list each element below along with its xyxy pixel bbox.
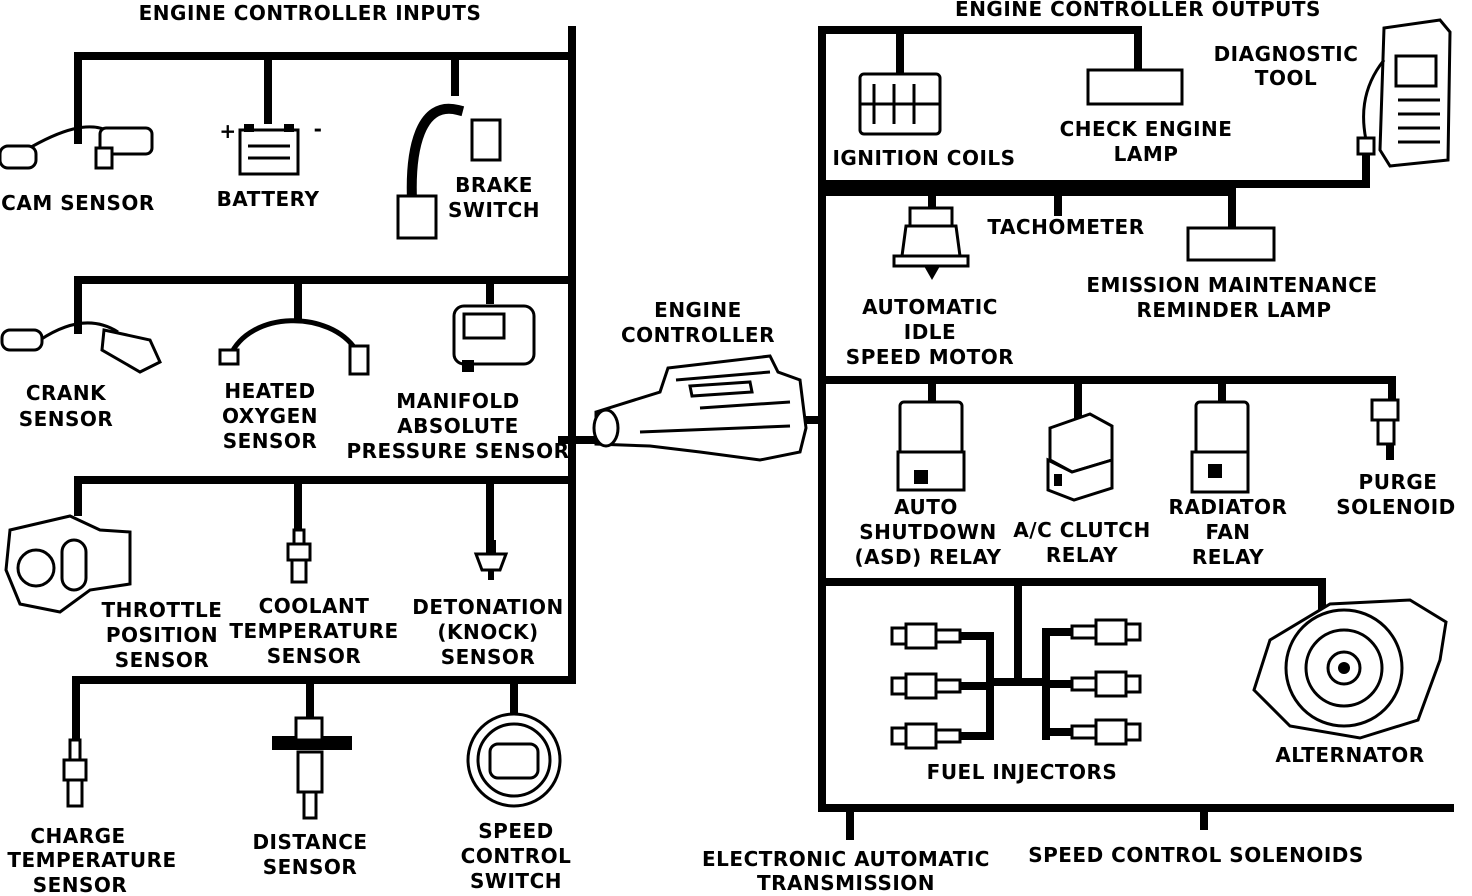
brake-switch-label-2: SWITCH xyxy=(448,198,540,222)
diagnostic-label-2: TOOL xyxy=(1255,66,1317,90)
inputs-title: ENGINE CONTROLLER INPUTS xyxy=(139,1,482,25)
throttle-label-3: SENSOR xyxy=(115,648,210,672)
fan-relay-label-2: FAN xyxy=(1205,520,1250,544)
ac-relay-label-1: A/C CLUTCH xyxy=(1013,518,1150,542)
check-engine-lamp: CHECK ENGINE LAMP xyxy=(1060,68,1233,166)
distance-sensor: DISTANCE SENSOR xyxy=(252,716,367,879)
cam-sensor-label: CAM SENSOR xyxy=(1,191,155,215)
outputs-title: ENGINE CONTROLLER OUTPUTS xyxy=(955,0,1321,21)
diagnostic-tool: DIAGNOSTIC TOOL xyxy=(1214,18,1452,168)
charge-label-1: CHARGE xyxy=(30,824,125,848)
map-sensor: MANIFOLD ABSOLUTE PRESSURE SENSOR xyxy=(346,304,569,463)
throttle-label-1: THROTTLE xyxy=(102,598,223,622)
detonation-label-2: (KNOCK) xyxy=(437,620,538,644)
distance-label-1: DISTANCE xyxy=(252,830,367,854)
asd-label-3: (ASD) RELAY xyxy=(854,545,1001,569)
brake-switch-label-1: BRAKE xyxy=(455,173,533,197)
purge-label-2: SOLENOID xyxy=(1336,495,1456,519)
battery-minus: - xyxy=(314,117,323,141)
battery: + - BATTERY xyxy=(217,117,323,211)
idle-motor-label-1: AUTOMATIC xyxy=(862,295,998,319)
speed-switch-label-3: SWITCH xyxy=(470,869,562,893)
asd-label-2: SHUTDOWN xyxy=(859,520,996,544)
charge-label-2: TEMPERATURE xyxy=(7,848,176,872)
detonation-label-1: DETONATION xyxy=(412,595,563,619)
radiator-fan-relay: RADIATOR FAN RELAY xyxy=(1169,400,1288,569)
asd-label-1: AUTO xyxy=(894,495,958,519)
idle-speed-motor: AUTOMATIC IDLE SPEED MOTOR xyxy=(846,206,1014,369)
coolant-label-2: TEMPERATURE xyxy=(229,619,398,643)
charge-label-3: SENSOR xyxy=(33,873,128,896)
ignition-coils-label: IGNITION COILS xyxy=(832,146,1015,170)
distance-label-2: SENSOR xyxy=(263,855,358,879)
coolant-temperature-sensor: COOLANT TEMPERATURE SENSOR xyxy=(229,528,398,668)
coolant-label-1: COOLANT xyxy=(259,594,370,618)
check-engine-label-1: CHECK ENGINE xyxy=(1060,117,1233,141)
asd-relay: AUTO SHUTDOWN (ASD) RELAY xyxy=(854,400,1001,569)
detonation-label-3: SENSOR xyxy=(441,645,536,669)
cam-sensor: CAM SENSOR xyxy=(0,125,155,215)
ignition-coils: IGNITION COILS xyxy=(832,72,1015,170)
map-sensor-label-2: ABSOLUTE xyxy=(397,414,519,438)
speed-control-switch: SPEED CONTROL SWITCH xyxy=(461,712,572,893)
crank-sensor: CRANK SENSOR xyxy=(0,321,162,431)
crank-sensor-label-1: CRANK xyxy=(26,381,107,405)
fuel-injector-icon xyxy=(1070,618,1142,646)
emission-lamp: EMISSION MAINTENANCE REMINDER LAMP xyxy=(1086,226,1377,322)
ac-clutch-relay: A/C CLUTCH RELAY xyxy=(1013,412,1150,567)
fuel-injector-icon xyxy=(890,672,962,700)
alternator-label: ALTERNATOR xyxy=(1275,743,1424,767)
fuel-injector-icon xyxy=(1070,670,1142,698)
engine-controller: ENGINE CONTROLLER xyxy=(592,298,808,462)
fuel-injector-icon xyxy=(890,722,962,750)
emission-label-2: REMINDER LAMP xyxy=(1136,298,1331,322)
speed-switch-label-1: SPEED xyxy=(478,819,554,843)
idle-motor-label-3: SPEED MOTOR xyxy=(846,345,1014,369)
emission-label-1: EMISSION MAINTENANCE xyxy=(1086,273,1377,297)
controller-label-2: CONTROLLER xyxy=(621,323,775,347)
fan-relay-label-3: RELAY xyxy=(1192,545,1264,569)
alternator: ALTERNATOR xyxy=(1252,598,1448,767)
diagnostic-label-1: DIAGNOSTIC xyxy=(1214,42,1359,66)
detonation-sensor: DETONATION (KNOCK) SENSOR xyxy=(412,540,563,669)
input-wiring xyxy=(72,26,604,744)
fuel-injector-icon xyxy=(1070,718,1142,746)
check-engine-label-2: LAMP xyxy=(1114,142,1179,166)
fan-relay-label-1: RADIATOR xyxy=(1169,495,1288,519)
oxygen-sensor-label-3: SENSOR xyxy=(223,429,318,453)
purge-label-1: PURGE xyxy=(1359,470,1438,494)
transmission-label-2: TRANSMISSION xyxy=(757,871,935,895)
output-wiring xyxy=(802,26,1454,840)
controller-label-1: ENGINE xyxy=(654,298,742,322)
crank-sensor-label-2: SENSOR xyxy=(19,407,114,431)
oxygen-sensor-label-1: HEATED xyxy=(224,379,315,403)
map-sensor-label-1: MANIFOLD xyxy=(396,389,520,413)
tachometer-label: TACHOMETER xyxy=(987,215,1144,239)
speed-switch-label-2: CONTROL xyxy=(461,844,572,868)
oxygen-sensor-label-2: OXYGEN xyxy=(222,404,318,428)
fuel-injector-icon xyxy=(890,622,962,650)
transmission-label-1: ELECTRONIC AUTOMATIC xyxy=(702,847,990,871)
battery-label: BATTERY xyxy=(217,187,320,211)
speed-control-solenoids-label: SPEED CONTROL SOLENOIDS xyxy=(1028,843,1364,867)
throttle-label-2: POSITION xyxy=(106,623,218,647)
fuel-injectors: FUEL INJECTORS xyxy=(890,618,1142,784)
purge-solenoid: PURGE SOLENOID xyxy=(1336,398,1456,519)
map-sensor-label-3: PRESSURE SENSOR xyxy=(346,439,569,463)
ac-relay-label-2: RELAY xyxy=(1046,543,1118,567)
idle-motor-label-2: IDLE xyxy=(904,320,956,344)
heated-oxygen-sensor: HEATED OXYGEN SENSOR xyxy=(218,318,370,453)
brake-switch: BRAKE SWITCH xyxy=(396,103,540,240)
coolant-label-3: SENSOR xyxy=(267,644,362,668)
battery-plus: + xyxy=(219,119,236,143)
fuel-injectors-label: FUEL INJECTORS xyxy=(927,760,1118,784)
throttle-position-sensor: THROTTLE POSITION SENSOR xyxy=(4,514,223,672)
charge-temperature-sensor: CHARGE TEMPERATURE SENSOR xyxy=(7,738,176,896)
electronic-transmission: ELECTRONIC AUTOMATIC TRANSMISSION xyxy=(702,847,990,895)
